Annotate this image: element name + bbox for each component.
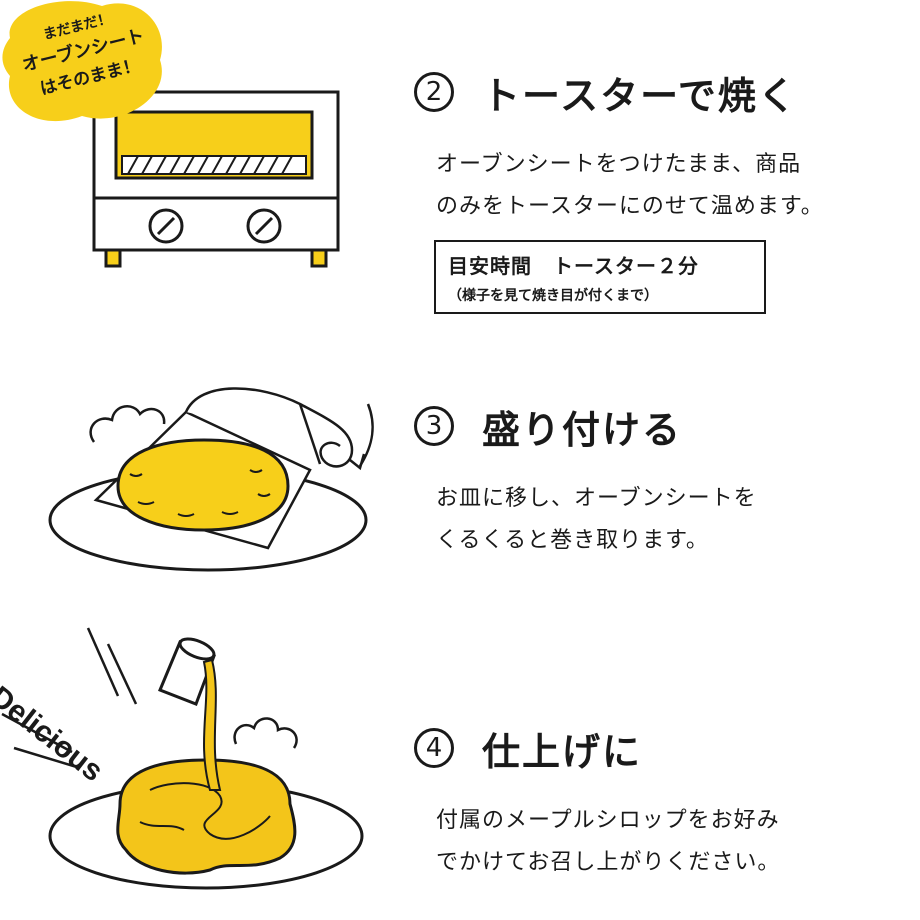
step-desc-4-line-1: 付属のメープルシロップをお好み [436, 808, 780, 833]
step-desc-3-line-1: お皿に移し、オーブンシートを [436, 486, 757, 511]
step-desc-4-line-2: でかけてお召し上がりください。 [436, 850, 781, 875]
badge-blob [2, 1, 162, 122]
syrup-bottle [158, 637, 222, 791]
step-4: 4 仕上げに 付属のメープルシロップをお好み でかけてお召し上がりください。 [414, 722, 780, 884]
time-guide-line-2: （様子を見て焼き目が付くまで） [448, 288, 658, 304]
step-desc-2-line-2: のみをトースターにのせて温めます。 [436, 194, 824, 219]
toaster-illustration [92, 90, 340, 268]
step-2: 2 トースターで焼く オーブンシートをつけたまま、商品 のみをトースターにのせて… [414, 66, 824, 228]
step-title-3: 盛り付ける [482, 407, 683, 452]
step-number-4: 4 [414, 728, 454, 768]
steam-icon [89, 405, 166, 443]
step-title-2: トースターで焼く [482, 73, 798, 118]
time-guide-line-1: 目安時間 トースター２分 [448, 254, 699, 278]
pancake [116, 438, 290, 532]
step-desc-2: オーブンシートをつけたまま、商品 のみをトースターにのせて温めます。 [436, 144, 824, 228]
steam-icon [233, 717, 298, 749]
motion-lines [1, 627, 138, 770]
roll-arrow-icon [349, 403, 374, 471]
step-desc-2-line-1: オーブンシートをつけたまま、商品 [436, 152, 802, 177]
step-number-3: 3 [414, 406, 454, 446]
step-desc-3: お皿に移し、オーブンシートを くるくると巻き取ります。 [436, 478, 757, 562]
syrup-pancake [116, 758, 297, 875]
step-title-4: 仕上げに [482, 729, 643, 774]
step-desc-3-line-2: くるくると巻き取ります。 [436, 528, 709, 553]
step-3: 3 盛り付ける お皿に移し、オーブンシートを くるくると巻き取ります。 [414, 400, 757, 562]
step-desc-4: 付属のメープルシロップをお好み でかけてお召し上がりください。 [436, 800, 780, 884]
toast-in-toaster [121, 155, 307, 175]
time-guide-box: 目安時間 トースター２分 （様子を見て焼き目が付くまで） [434, 240, 766, 314]
step-number-2: 2 [414, 72, 454, 112]
